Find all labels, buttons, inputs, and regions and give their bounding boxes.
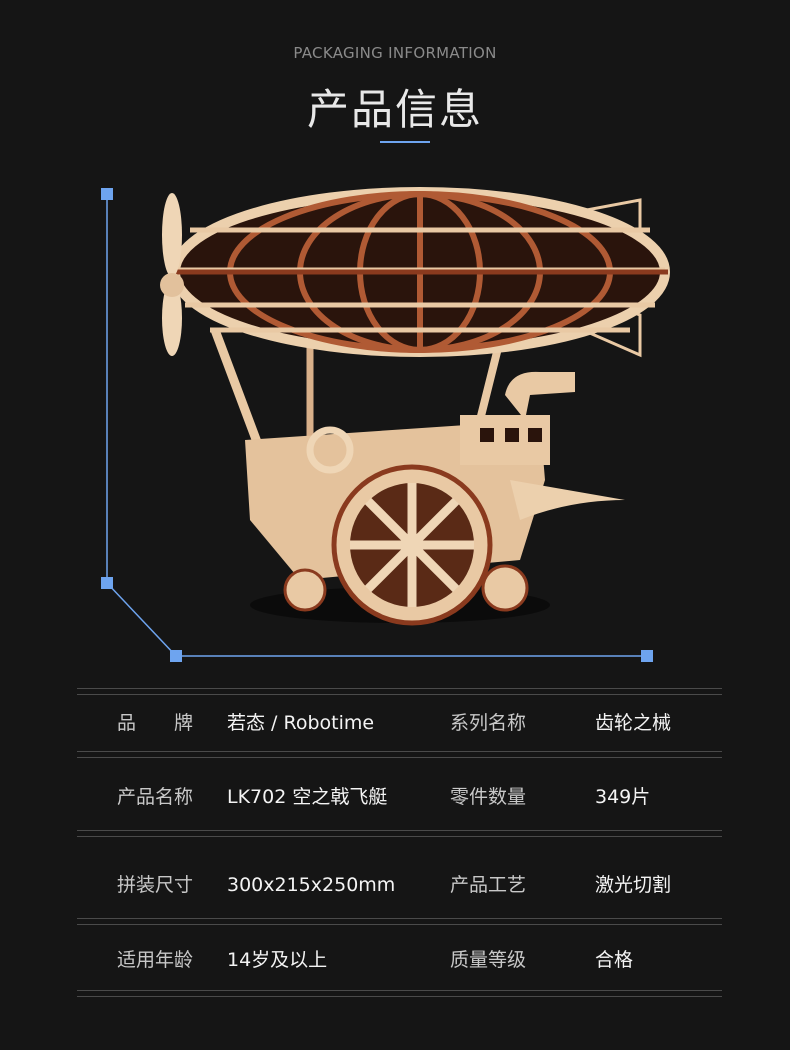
spec-value: 14岁及以上: [227, 949, 328, 971]
spec-value: LK702 空之戟飞艇: [227, 786, 388, 808]
product-image-airship: [101, 187, 670, 662]
spec-value: 300x215x250mm: [227, 874, 396, 896]
spec-label: 品牌: [117, 712, 232, 734]
spec-value: 349片: [595, 786, 651, 808]
spec-row: 适用年龄 14岁及以上 质量等级 合格: [77, 945, 722, 975]
dimension-guides: [101, 188, 653, 662]
spec-row: 品牌 若态 / Robotime 系列名称 齿轮之械: [77, 708, 722, 738]
spec-value: 合格: [595, 949, 634, 971]
page-title: 产品信息: [306, 85, 483, 134]
spec-label: 适用年龄: [117, 949, 194, 971]
spec-value: 齿轮之械: [595, 712, 672, 734]
spec-row: 产品名称 LK702 空之戟飞艇 零件数量 349片: [77, 782, 722, 812]
spec-label: 产品名称: [117, 786, 194, 808]
spec-label: 系列名称: [450, 712, 527, 734]
spec-value: 若态 / Robotime: [227, 712, 375, 734]
spec-value: 激光切割: [595, 874, 672, 896]
spec-label: 零件数量: [450, 786, 527, 808]
airship-model: [160, 187, 670, 626]
spec-label: 拼装尺寸: [117, 874, 194, 896]
title-underline: [380, 141, 430, 143]
spec-label: 质量等级: [450, 949, 527, 971]
spec-row: 拼装尺寸 300x215x250mm 产品工艺 激光切割: [77, 870, 722, 900]
section-subtitle: PACKAGING INFORMATION: [293, 44, 497, 62]
spec-label: 产品工艺: [450, 874, 527, 896]
